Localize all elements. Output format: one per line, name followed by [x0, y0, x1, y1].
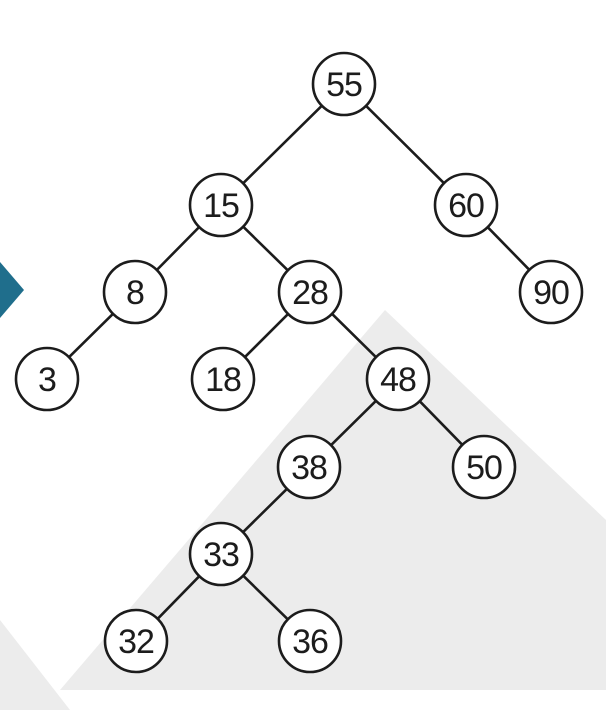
node-label: 33: [203, 536, 239, 574]
tree-node-48: 48: [365, 346, 431, 412]
edge-48-50: [418, 399, 464, 447]
tree-node-90: 90: [518, 259, 584, 325]
node-circle: [277, 259, 343, 325]
edge-55-15: [241, 104, 324, 185]
edge-33-32: [156, 574, 201, 621]
node-label: 15: [203, 187, 239, 225]
node-circle: [102, 259, 168, 325]
node-label: 50: [466, 449, 502, 487]
background-triangle-large: [60, 310, 606, 690]
tree-node-55: 55: [311, 51, 377, 117]
edge-8-3: [67, 312, 115, 359]
node-circle: [14, 346, 80, 412]
edge-28-48: [330, 312, 378, 359]
node-circle: [518, 259, 584, 325]
node-label: 18: [205, 361, 241, 399]
background-triangle-small: [0, 620, 70, 710]
node-label: 3: [38, 361, 56, 399]
tree-node-38: 38: [276, 434, 342, 500]
node-circle: [190, 346, 256, 412]
decor-arrow-accent: [0, 262, 24, 318]
node-circle: [103, 608, 169, 674]
node-circle: [188, 172, 254, 238]
node-circle: [451, 434, 517, 500]
edge-15-28: [241, 225, 290, 272]
edge-28-18: [243, 312, 290, 359]
tree-node-32: 32: [103, 608, 169, 674]
edge-38-33: [241, 487, 289, 534]
node-label: 8: [126, 274, 144, 312]
node-circle: [433, 172, 499, 238]
edge-48-38: [329, 399, 378, 447]
node-label: 36: [292, 623, 328, 661]
node-circle: [365, 346, 431, 412]
edge-60-90: [486, 225, 531, 272]
node-label: 60: [448, 187, 484, 225]
tree-node-15: 15: [188, 172, 254, 238]
tree-node-60: 60: [433, 172, 499, 238]
edge-55-60: [364, 104, 446, 185]
node-label: 55: [326, 66, 362, 104]
node-label: 48: [380, 361, 416, 399]
edge-15-8: [155, 225, 201, 272]
node-label: 38: [291, 449, 327, 487]
tree-node-33: 33: [188, 521, 254, 587]
tree-node-8: 8: [102, 259, 168, 325]
tree-node-36: 36: [277, 608, 343, 674]
tree-node-50: 50: [451, 434, 517, 500]
node-circle: [276, 434, 342, 500]
edge-33-36: [241, 574, 290, 621]
node-circle: [311, 51, 377, 117]
node-label: 32: [118, 623, 154, 661]
node-label: 28: [292, 274, 328, 312]
node-label: 90: [533, 274, 569, 312]
edges-group: [67, 104, 531, 621]
tree-node-28: 28: [277, 259, 343, 325]
tree-node-3: 3: [14, 346, 80, 412]
tree-node-18: 18: [190, 346, 256, 412]
node-circle: [188, 521, 254, 587]
node-circle: [277, 608, 343, 674]
